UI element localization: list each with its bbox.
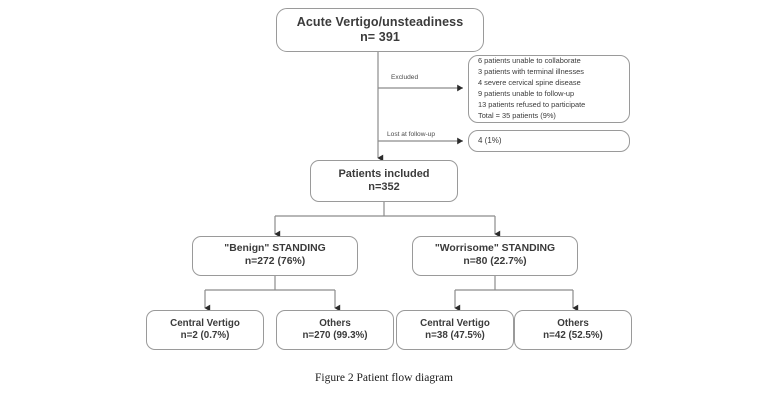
node-worrisome-others-title: Others (557, 318, 589, 330)
excluded-line-1: 6 patients unable to collaborate (478, 56, 581, 66)
node-acute-vertigo-title: Acute Vertigo/unsteadiness (296, 14, 464, 29)
node-patients-included-count: n=352 (368, 181, 400, 193)
excluded-total: Total = 35 patients (9%) (478, 110, 556, 120)
node-worrisome-standing: "Worrisome" STANDING n=80 (22.7%) (412, 236, 578, 276)
node-benign-standing-title: "Benign" STANDING (224, 243, 326, 255)
node-worrisome-standing-title: "Worrisome" STANDING (434, 243, 556, 255)
node-acute-vertigo: Acute Vertigo/unsteadiness n= 391 (276, 8, 484, 52)
excluded-line-5: 13 patients refused to participate (478, 99, 586, 109)
node-benign-others: Others n=270 (99.3%) (276, 310, 394, 350)
node-worrisome-central-vertigo-count: n=38 (47.5%) (425, 330, 485, 341)
node-worrisome-others: Others n=42 (52.5%) (514, 310, 632, 350)
node-benign-central-vertigo: Central Vertigo n=2 (0.7%) (146, 310, 264, 350)
node-benign-others-count: n=270 (99.3%) (302, 330, 368, 341)
lost-followup-value: 4 (1%) (478, 136, 502, 146)
node-benign-standing: "Benign" STANDING n=272 (76%) (192, 236, 358, 276)
node-worrisome-central-vertigo-title: Central Vertigo (420, 318, 490, 330)
excluded-line-2: 3 patients with terminal illnesses (478, 67, 584, 77)
edge-label-lost-followup: Lost at follow-up (386, 131, 437, 138)
node-benign-central-vertigo-count: n=2 (0.7%) (180, 330, 230, 341)
node-worrisome-standing-count: n=80 (22.7%) (463, 256, 527, 267)
node-excluded-details: 6 patients unable to collaborate 3 patie… (468, 55, 630, 123)
excluded-line-3: 4 severe cervical spine disease (478, 78, 581, 88)
edge-label-excluded: Excluded (390, 74, 420, 81)
node-benign-standing-count: n=272 (76%) (244, 256, 306, 267)
node-acute-vertigo-count: n= 391 (360, 30, 400, 44)
node-lost-followup-count: 4 (1%) (468, 130, 630, 152)
figure-caption: Figure 2 Patient flow diagram (315, 372, 453, 384)
node-patients-included-title: Patients included (338, 167, 430, 180)
node-worrisome-others-count: n=42 (52.5%) (543, 330, 603, 341)
node-benign-central-vertigo-title: Central Vertigo (170, 318, 240, 330)
node-benign-others-title: Others (319, 318, 351, 330)
node-worrisome-central-vertigo: Central Vertigo n=38 (47.5%) (396, 310, 514, 350)
excluded-line-4: 9 patients unable to follow-up (478, 89, 575, 98)
node-patients-included: Patients included n=352 (310, 160, 458, 202)
